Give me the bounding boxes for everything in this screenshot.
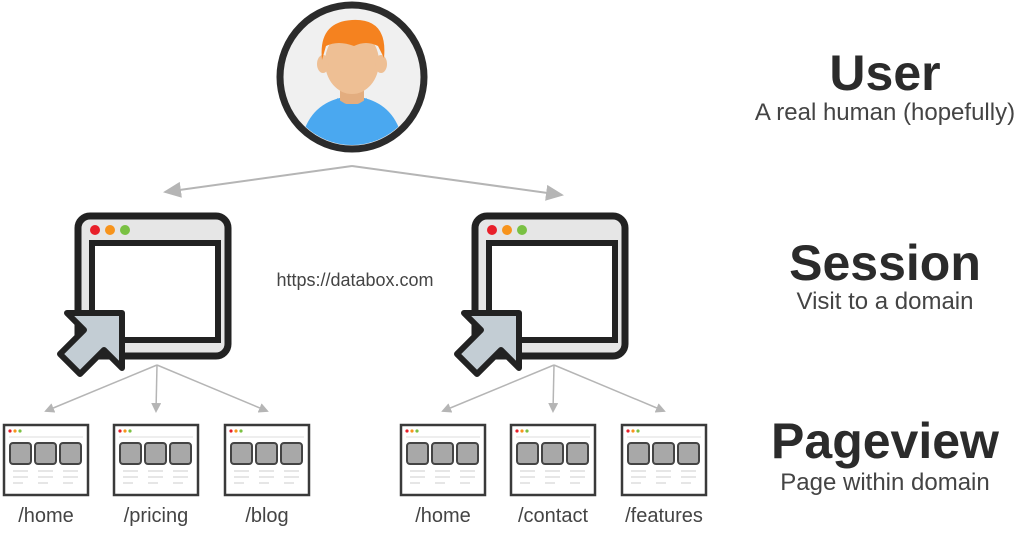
session-subtitle: Visit to a domain <box>797 288 974 315</box>
arrow-user-to-session-2 <box>351 165 564 201</box>
user-avatar-icon <box>276 1 428 153</box>
arrow-session-to-pageview <box>44 364 158 413</box>
red-dot-icon <box>90 225 100 235</box>
arrow-session-to-pageview <box>553 364 666 413</box>
pageview-path-label: /pricing <box>124 505 188 527</box>
pageview-path-label: /home <box>18 505 74 527</box>
orange-dot-icon <box>105 225 115 235</box>
pageview-card-icon <box>2 423 90 497</box>
arrow-user-to-session-1 <box>163 165 353 198</box>
green-dot-icon <box>517 225 527 235</box>
arrow-session-to-pageview <box>441 364 555 413</box>
pageview-path-label: /contact <box>518 505 588 527</box>
arrow-session-to-pageview <box>156 364 269 413</box>
session-title: Session <box>789 235 981 291</box>
pageview-card-icon <box>112 423 200 497</box>
cursor-arrow-icon <box>57 310 125 377</box>
domain-label: https://databox.com <box>276 270 433 290</box>
arrow-session-to-pageview <box>548 364 559 413</box>
pageview-subtitle: Page within domain <box>780 469 989 496</box>
pageview-card-icon <box>223 423 311 497</box>
user-subtitle: A real human (hopefully) <box>755 99 1015 126</box>
session-browser-icon <box>57 212 232 377</box>
orange-dot-icon <box>502 225 512 235</box>
user-title: User <box>829 45 940 101</box>
pageview-path-label: /blog <box>245 505 288 527</box>
pageview-path-label: /home <box>415 505 471 527</box>
red-dot-icon <box>487 225 497 235</box>
pageview-path-label: /features <box>625 505 703 527</box>
green-dot-icon <box>120 225 130 235</box>
session-browser-icon <box>454 212 629 377</box>
pageview-card-icon <box>620 423 708 497</box>
arrow-session-to-pageview <box>151 364 162 413</box>
pageview-title: Pageview <box>771 413 999 469</box>
pageview-card-icon <box>399 423 487 497</box>
cursor-arrow-icon <box>454 310 522 377</box>
pageview-card-icon <box>509 423 597 497</box>
